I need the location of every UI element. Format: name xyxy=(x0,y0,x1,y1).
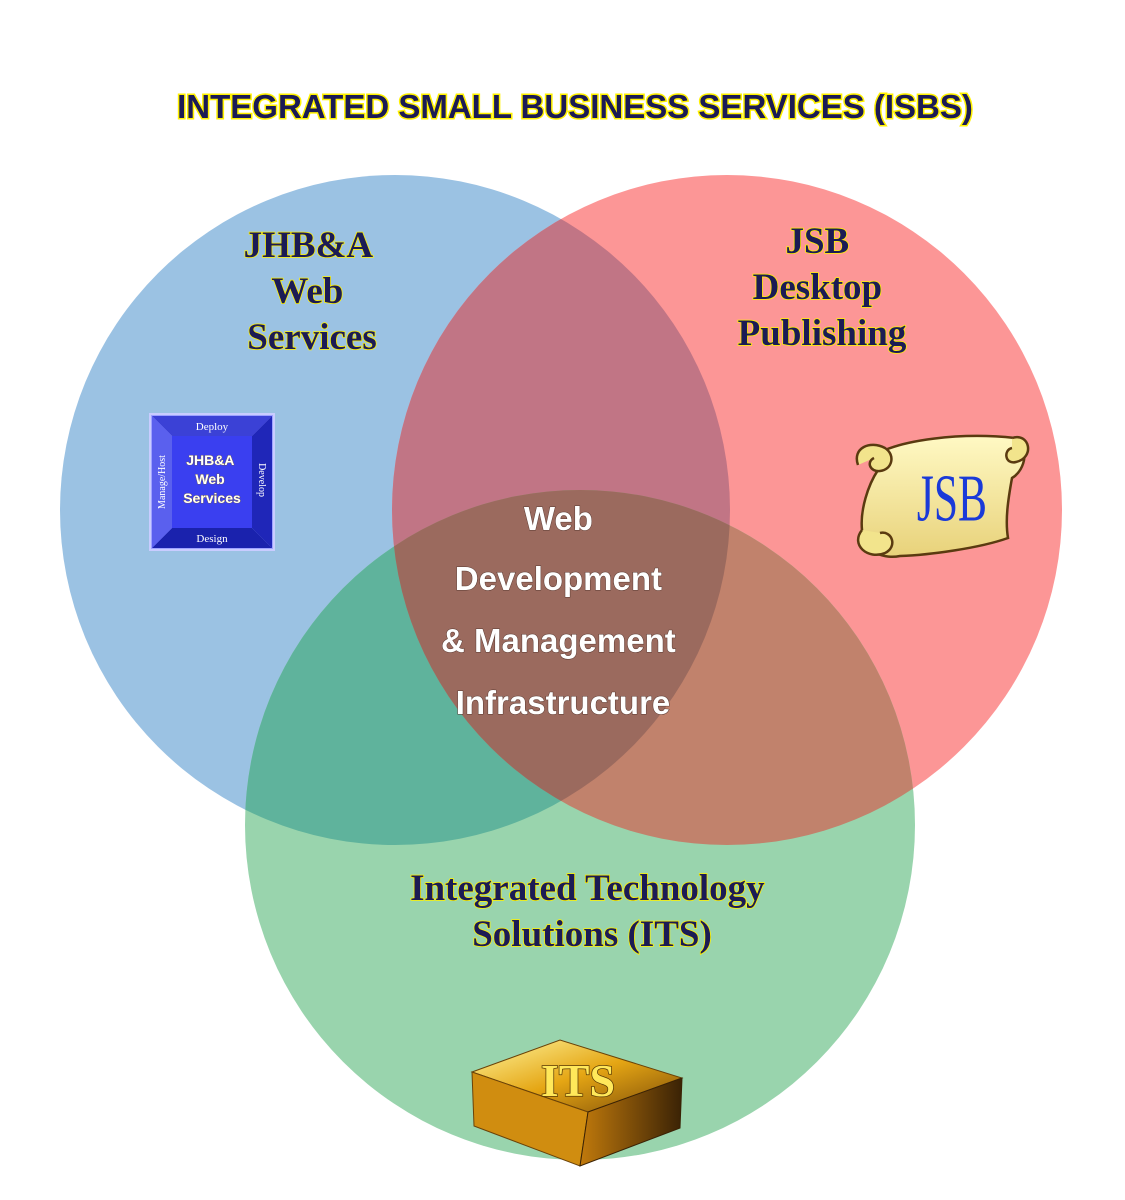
its-label-line: Integrated Technology xyxy=(410,868,765,909)
jsb-logo-text: JSB xyxy=(917,463,987,536)
its-logo: ITS xyxy=(470,1039,684,1167)
jhba-logo-right: Develop xyxy=(256,463,267,497)
center-label-line: Development xyxy=(455,560,662,597)
jhba-logo-center-line: Services xyxy=(183,490,241,506)
jhba-label-line: JHB&A xyxy=(244,225,374,266)
jhba-logo-center-line: JHB&A xyxy=(186,452,234,468)
jhba-logo-left: Manage/Host xyxy=(157,455,168,509)
center-label: Web Development & Management Infrastruct… xyxy=(441,500,685,721)
jhba-logo-top: Deploy xyxy=(196,421,229,433)
its-label-line: Solutions (ITS) xyxy=(472,914,712,955)
diagram-title: INTEGRATED SMALL BUSINESS SERVICES (ISBS… xyxy=(177,88,973,125)
center-label-line: Infrastructure xyxy=(456,684,671,721)
jhba-logo-bottom: Design xyxy=(196,533,228,545)
jsb-label: JSB Desktop Publishing xyxy=(738,221,907,354)
jhba-logo-center: JHB&A Web Services xyxy=(183,452,241,506)
center-label-line: Web xyxy=(524,500,593,537)
its-logo-text: ITS xyxy=(541,1055,615,1106)
jsb-label-line: JSB xyxy=(785,221,849,262)
jhba-label: JHB&A Web Services xyxy=(244,225,381,358)
jhba-label-line: Services xyxy=(247,317,376,358)
jsb-logo: JSB xyxy=(855,434,1030,559)
jhba-logo: Deploy Design Develop Manage/Host JHB&A … xyxy=(149,413,275,551)
its-label: Integrated Technology Solutions (ITS) xyxy=(410,868,774,955)
jsb-label-line: Publishing xyxy=(738,313,907,354)
jsb-label-line: Desktop xyxy=(753,267,883,308)
center-label-line: & Management xyxy=(441,622,676,659)
jhba-label-line: Web xyxy=(271,271,343,312)
jhba-logo-center-line: Web xyxy=(195,471,224,487)
